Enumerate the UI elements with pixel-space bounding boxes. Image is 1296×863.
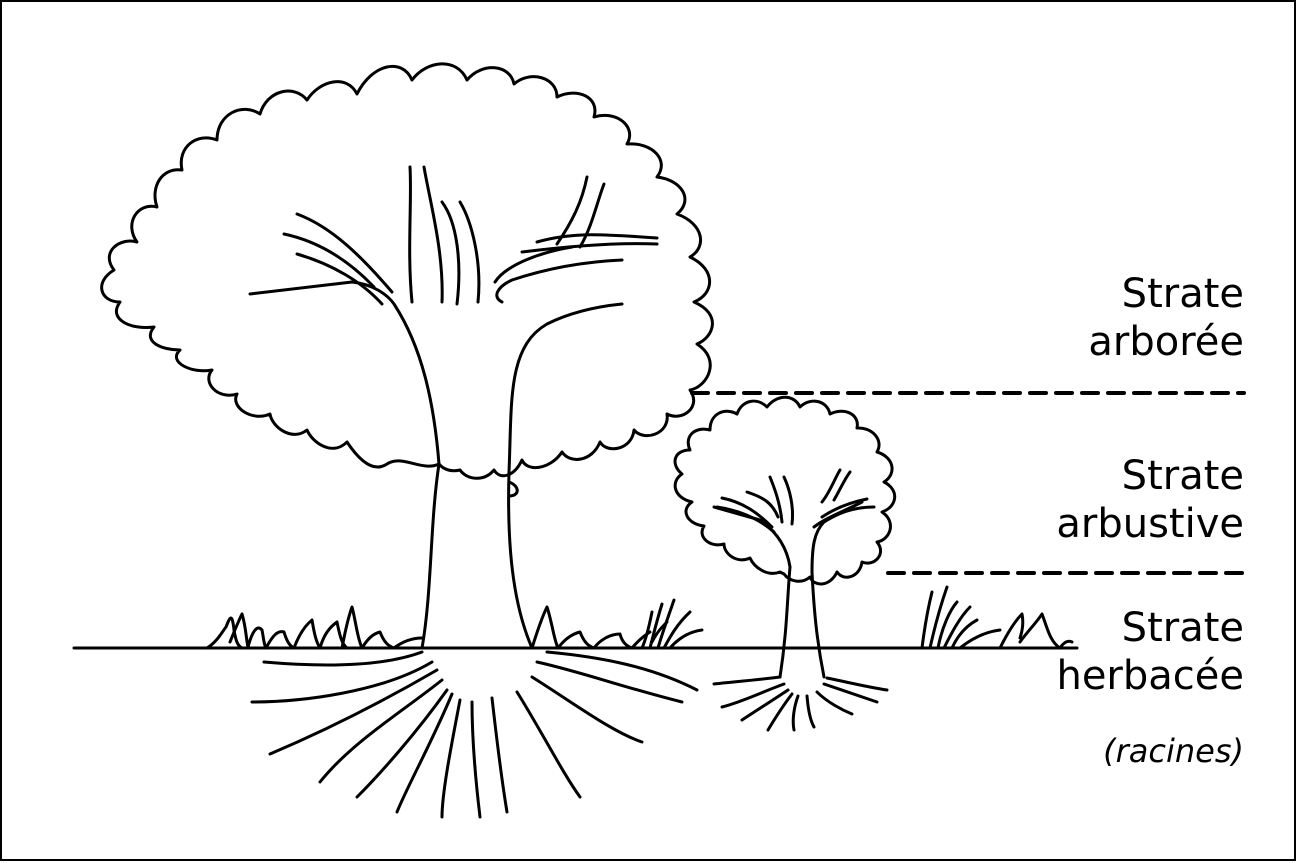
- grass-tuft-1: [642, 600, 702, 648]
- big-tree-roots: [252, 652, 697, 817]
- label-herb-stratum: Strate herbacée: [1056, 604, 1244, 700]
- grass-left: [207, 607, 422, 648]
- label-herb-stratum-line1: Strate: [1056, 604, 1244, 652]
- grass-right: [922, 587, 1072, 648]
- label-shrub-stratum-line1: Strate: [1056, 452, 1244, 500]
- label-tree-stratum-line1: Strate: [1088, 270, 1244, 318]
- label-tree-stratum-line2: arborée: [1088, 318, 1244, 366]
- big-tree-branches: [250, 167, 657, 472]
- small-tree-roots: [714, 677, 887, 730]
- big-tree-trunk-knot: [509, 482, 517, 496]
- small-tree-trunk-right: [812, 572, 824, 677]
- small-tree-canopy: [675, 397, 895, 584]
- label-herb-stratum-line2: herbacée: [1056, 652, 1244, 700]
- small-tree-trunk-left: [780, 567, 790, 677]
- big-tree-canopy: [102, 64, 713, 478]
- big-tree-trunk-left: [422, 464, 439, 648]
- grass-middle: [532, 607, 650, 648]
- label-shrub-stratum: Strate arbustive: [1056, 452, 1244, 548]
- label-roots: (racines): [1103, 732, 1244, 770]
- big-tree-trunk-right: [509, 472, 532, 648]
- label-shrub-stratum-line2: arbustive: [1056, 500, 1244, 548]
- label-tree-stratum: Strate arborée: [1088, 270, 1244, 366]
- small-tree-branches: [714, 470, 874, 572]
